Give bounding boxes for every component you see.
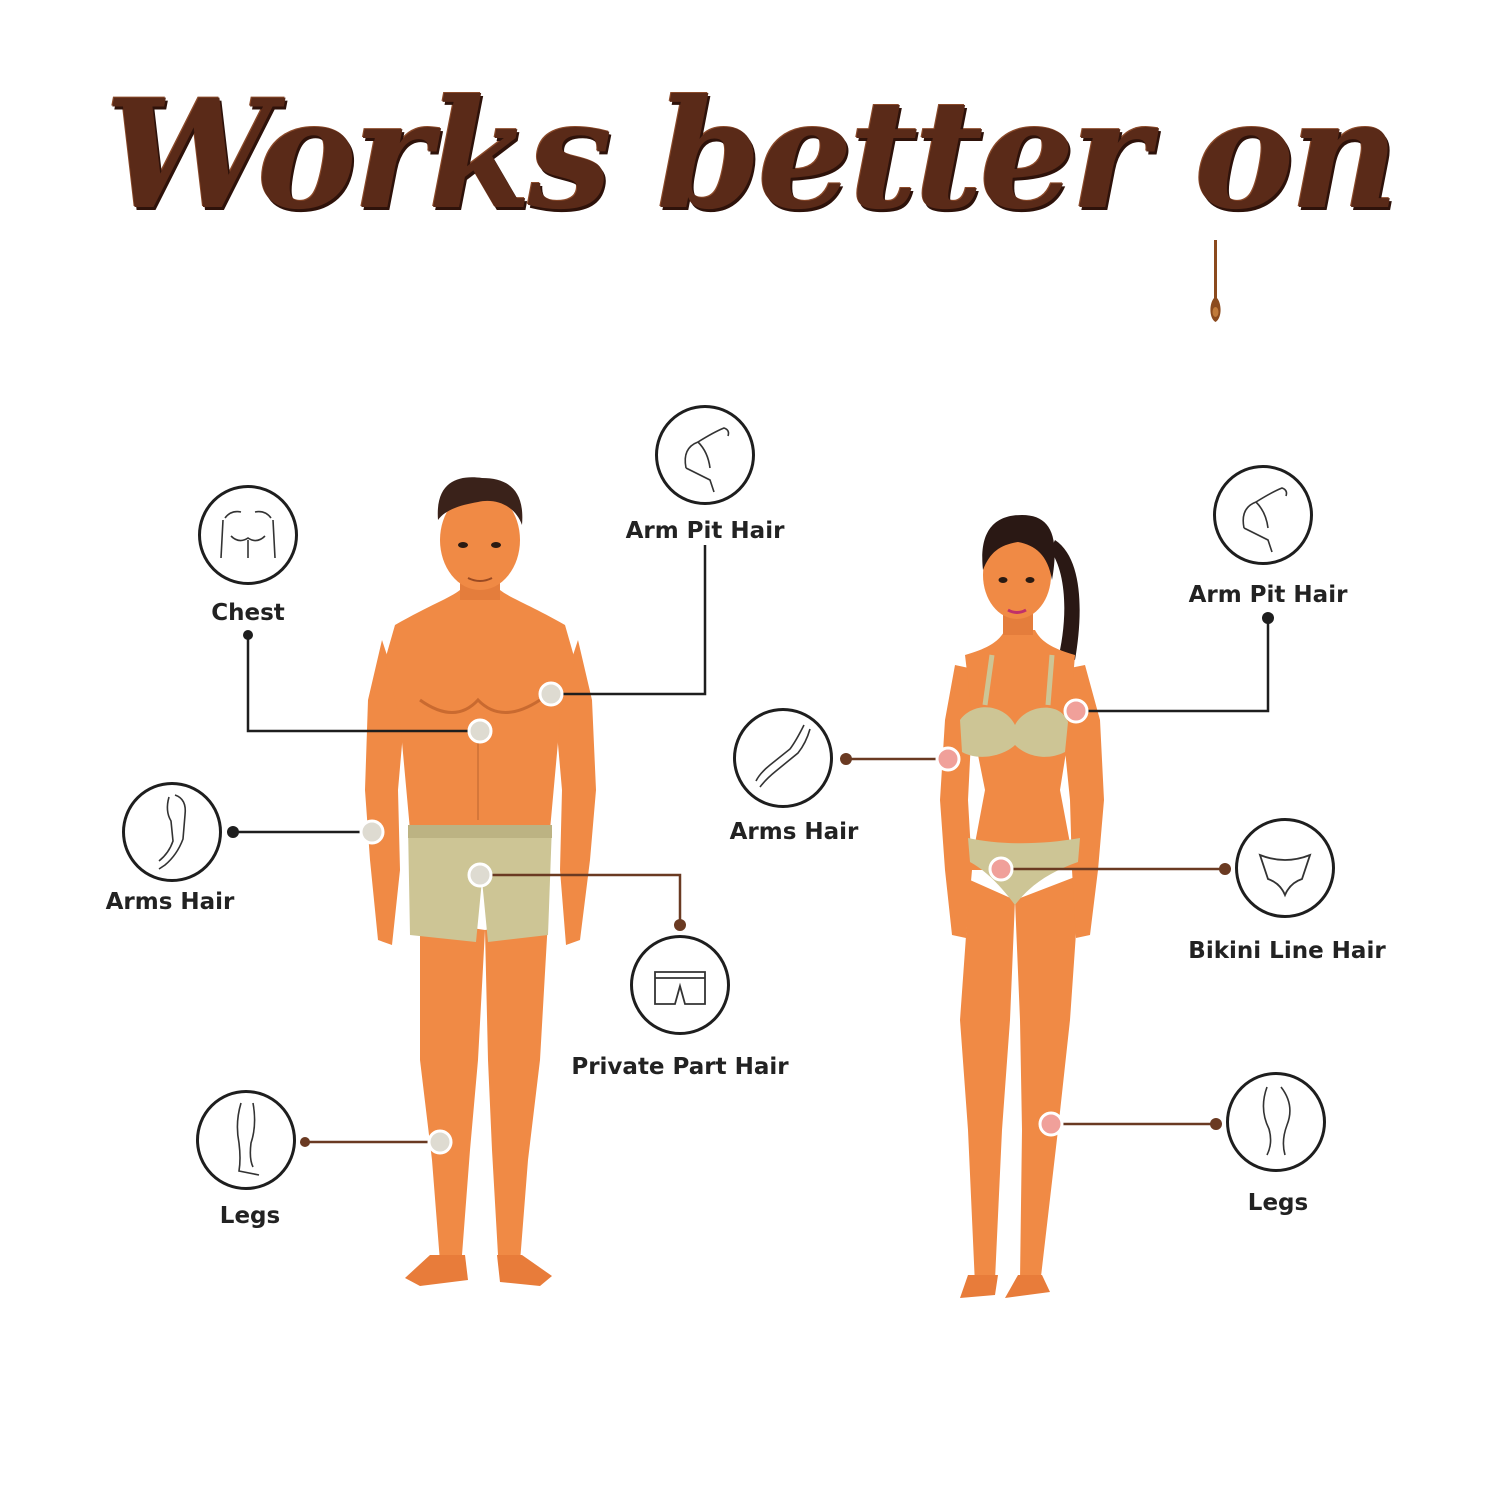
- wax-drip-icon: [1210, 240, 1221, 322]
- male-figure: [365, 477, 596, 1286]
- label-male-armpit: Arm Pit Hair: [625, 518, 785, 544]
- marker-private: [467, 862, 493, 888]
- male-markers: [359, 681, 564, 1155]
- bikini-bottom-icon: [1235, 818, 1335, 918]
- marker-armpit: [1063, 698, 1089, 724]
- marker-leg: [1038, 1111, 1064, 1137]
- female-markers: [935, 698, 1089, 1137]
- label-female-armpit: Arm Pit Hair: [1188, 582, 1348, 608]
- boxer-briefs-icon: [630, 935, 730, 1035]
- armpit-icon: [1213, 465, 1313, 565]
- female-figure: [940, 515, 1104, 1298]
- female-connectors: [846, 618, 1270, 1126]
- label-male-private: Private Part Hair: [571, 1054, 789, 1080]
- marker-armpit: [538, 681, 564, 707]
- marker-arm: [359, 819, 385, 845]
- marker-leg: [427, 1129, 453, 1155]
- arm-icon: [122, 782, 222, 882]
- male-connectors: [233, 545, 707, 1144]
- armpit-icon: [655, 405, 755, 505]
- label-female-legs: Legs: [1247, 1190, 1309, 1216]
- legs-icon: [196, 1090, 296, 1190]
- connector-endpoints: [227, 612, 1274, 1147]
- label-male-arms: Arms Hair: [105, 889, 235, 915]
- arm-icon: [733, 708, 833, 808]
- marker-bikini: [988, 856, 1014, 882]
- marker-arm: [935, 746, 961, 772]
- label-male-legs: Legs: [219, 1203, 281, 1229]
- chest-icon: [198, 485, 298, 585]
- label-male-chest: Chest: [211, 600, 285, 626]
- label-female-bikini: Bikini Line Hair: [1188, 938, 1386, 964]
- headline: Works better on: [104, 67, 1400, 243]
- legs-icon: [1226, 1072, 1326, 1172]
- label-female-arms: Arms Hair: [729, 819, 859, 845]
- marker-chest: [467, 718, 493, 744]
